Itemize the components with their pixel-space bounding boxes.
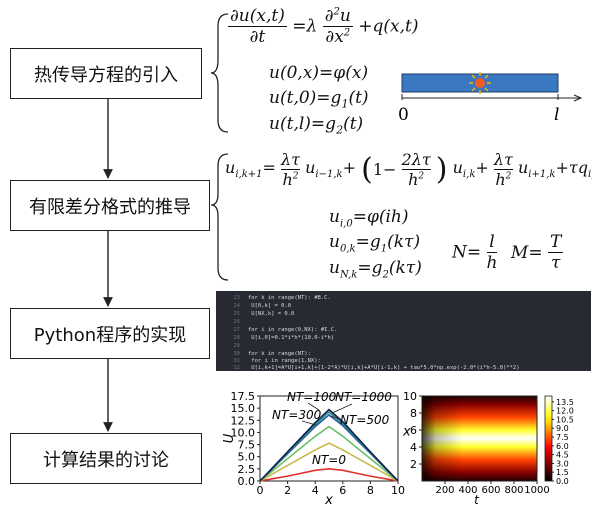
- y-tick-label: 2: [410, 458, 417, 471]
- series-line: [259, 442, 399, 482]
- series-annotation: NT=500: [340, 413, 390, 427]
- y-axis-label: U: [222, 433, 237, 443]
- code-line: 26: [233, 319, 240, 325]
- step-label-1: 热传导方程的引入: [34, 64, 178, 86]
- y-tick-label: 4: [410, 441, 417, 454]
- colorbar-tick-label: 12.0: [556, 407, 574, 416]
- step-box-3: Python程序的实现: [10, 308, 210, 359]
- code-line: 32 U[i,k+1]=A*U[i+1,k]+(1-2*A)*U[i,k]+A*…: [233, 365, 520, 371]
- colorbar-tick-label: 13.5: [556, 398, 574, 407]
- colorbar: [544, 395, 553, 482]
- y-tick-label: 5.0: [238, 451, 256, 464]
- rod-right-label: l: [554, 105, 559, 124]
- annotation-leader: [331, 403, 353, 414]
- x-tick-label: 1000: [524, 485, 549, 496]
- x-axis-label: x: [324, 493, 333, 505]
- series-annotation: NT=100: [287, 390, 337, 404]
- annotation-leader: [307, 402, 320, 411]
- y-axis-label: x: [402, 425, 411, 440]
- grid-counts: N= l h M= T τ: [452, 232, 564, 273]
- y-tick-label: 2.5: [238, 463, 256, 476]
- y-tick-label: 6: [410, 424, 417, 437]
- temperature-profile-chart: 0 2 4 6 8 10 0.02.55.07.510.012.515.017.5 x U NT=…: [222, 390, 405, 505]
- colorbar-tick-label: 3.0: [556, 459, 569, 468]
- difference-scheme: ui,k+1= λτ h2 ui−1,k+ (1− 2λτ h2 ) ui,k+…: [225, 150, 592, 189]
- rod-left-label: 0: [398, 105, 409, 124]
- y-tick-label: 12.5: [231, 414, 256, 427]
- x-tick-label: 600: [481, 485, 500, 496]
- x-tick-label: 6: [339, 484, 346, 497]
- x-tick-label: 200: [435, 485, 454, 496]
- x-tick-label: 4: [312, 484, 319, 497]
- plot-frame: [259, 395, 399, 482]
- code-line: 29: [233, 343, 240, 349]
- colorbar-tick-label: 7.5: [556, 433, 569, 442]
- x-axis-label: t: [474, 493, 480, 505]
- y-tick-label: 0.0: [238, 475, 256, 488]
- series-annotation: NT=0: [312, 453, 346, 467]
- step-label-2: 有限差分格式的推导: [29, 196, 191, 218]
- y-tick-label: 10: [403, 390, 417, 403]
- discrete-left-boundary: u0,k=g1(kτ): [329, 232, 421, 255]
- colorbar-tick-label: 9.0: [556, 424, 569, 433]
- code-line: 25 U[NX,k] = 0.0: [233, 311, 295, 317]
- brace-1: [210, 13, 229, 133]
- series-line: [259, 408, 399, 482]
- step-box-1: 热传导方程的引入: [10, 48, 202, 99]
- step-box-2: 有限差分格式的推导: [10, 180, 210, 231]
- step-label-4: 计算结果的讨论: [43, 449, 169, 471]
- x-tick-label: 800: [504, 485, 523, 496]
- sun-icon: [469, 72, 491, 94]
- brace-2: [210, 153, 229, 281]
- heat-equation: ∂u(x,t) ∂t =λ ∂2u ∂x2 +q(x,t): [228, 6, 419, 47]
- colorbar-tick-label: 1.5: [556, 468, 569, 477]
- code-line: 28 U[i,0]=0.1*i*h*(10.0-i*h): [233, 335, 335, 341]
- colorbar-tick-label: 0.0: [556, 477, 569, 486]
- x-tick-label: 10: [391, 484, 405, 497]
- step-label-3: Python程序的实现: [33, 324, 187, 346]
- boundary-condition-left: u(t,0)=g1(t): [269, 88, 369, 111]
- heatmap-frame: [421, 395, 538, 482]
- x-tick-label: 400: [458, 485, 477, 496]
- colorbar-tick-label: 4.5: [556, 451, 569, 460]
- x-tick-label: 8: [367, 484, 374, 497]
- x-tick-label: 0: [257, 484, 264, 497]
- series-annotation: NT=1000: [335, 390, 392, 404]
- step-box-4: 计算结果的讨论: [10, 433, 202, 484]
- code-line: 24 U[0,k] = 0.0: [233, 303, 292, 309]
- annotation-leader: [329, 415, 341, 420]
- series-line: [259, 468, 399, 482]
- rod-diagram: 0 l: [398, 72, 583, 124]
- initial-condition: u(0,x)=φ(x): [269, 63, 369, 83]
- series-annotation: NT=300: [272, 408, 322, 422]
- heatmap-shading: [422, 396, 537, 481]
- discrete-right-boundary: uN,k=g2(kτ): [329, 258, 422, 281]
- y-tick-label: 8: [410, 407, 417, 420]
- x-tick-label: 2: [284, 484, 291, 497]
- colorbar-tick-label: 6.0: [556, 442, 569, 451]
- boundary-condition-right: u(t,l)=g2(t): [269, 114, 364, 137]
- code-line: 31 for i in range(1,NX):: [233, 358, 321, 364]
- discrete-initial-condition: ui,0=φ(ih): [329, 207, 409, 230]
- y-tick-label: 7.5: [238, 439, 256, 452]
- y-tick-label: 17.5: [231, 390, 256, 403]
- y-tick-label: 15.0: [231, 402, 256, 415]
- annotation-leader: [301, 420, 317, 426]
- colorbar-tick-label: 10.5: [556, 415, 574, 424]
- y-tick-label: 10.0: [231, 426, 256, 439]
- series-line: [259, 425, 399, 482]
